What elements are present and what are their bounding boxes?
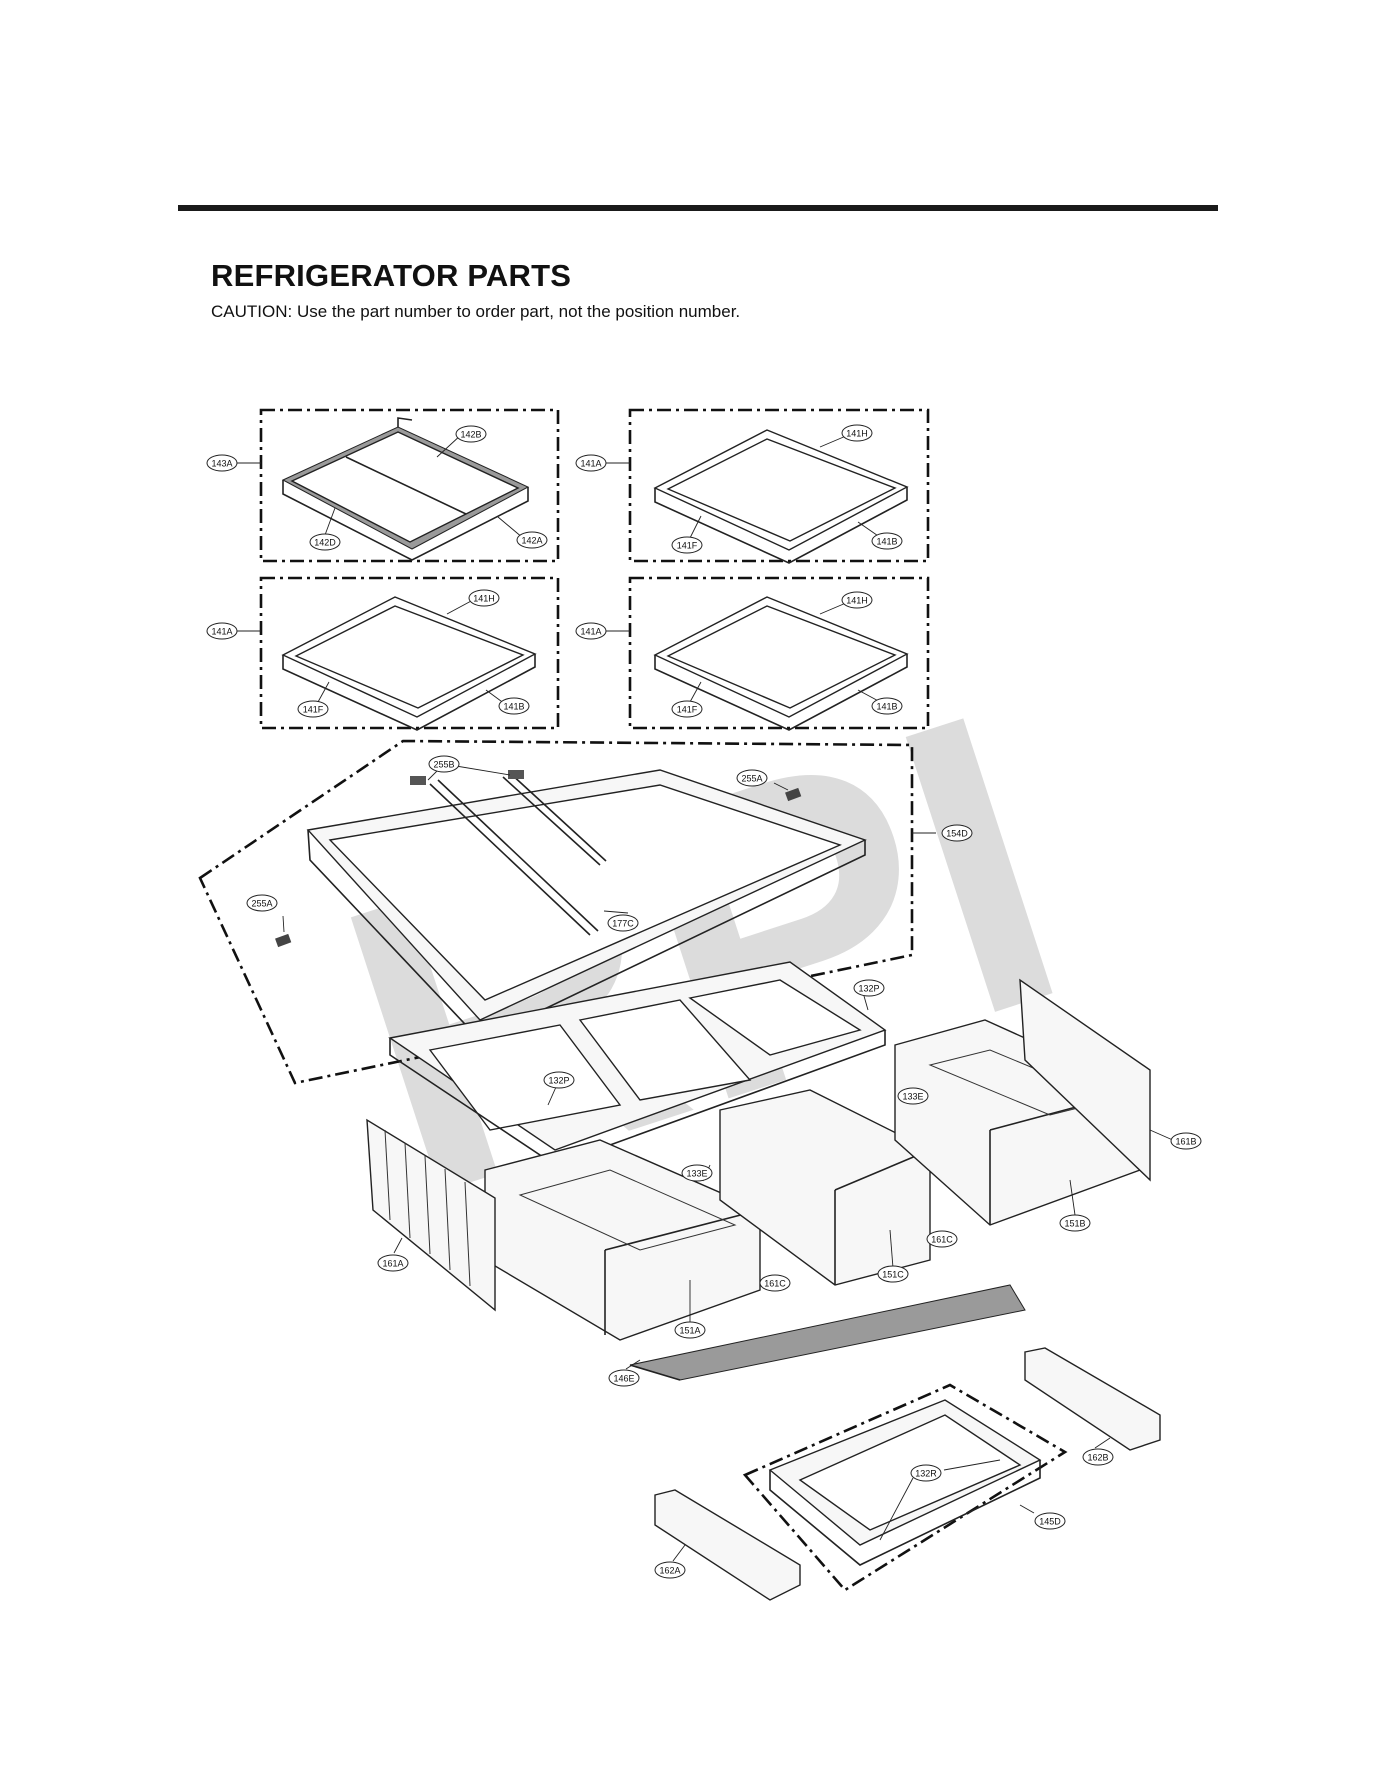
side-rail-162B bbox=[1024, 1347, 1161, 1451]
caution-note: CAUTION: Use the part number to order pa… bbox=[211, 302, 741, 321]
callout-text: 161A bbox=[382, 1259, 403, 1269]
page-title: REFRIGERATOR PARTS bbox=[211, 258, 572, 293]
callout-141h-3: 141H bbox=[841, 591, 873, 609]
callout-154d: 154D bbox=[941, 824, 973, 842]
callout-146e: 146E bbox=[608, 1369, 640, 1387]
callout-text: 141A bbox=[580, 459, 601, 469]
side-rail-162A bbox=[654, 1489, 801, 1601]
side-cover-161A bbox=[366, 1118, 496, 1312]
callout-132p-2: 132P bbox=[543, 1071, 575, 1089]
callout-text: 141F bbox=[303, 705, 324, 715]
callout-145d: 145D bbox=[1034, 1512, 1066, 1530]
callout-text: 141B bbox=[876, 537, 897, 547]
callout-text: 141H bbox=[846, 429, 868, 439]
callout-text: 145D bbox=[1039, 1517, 1061, 1527]
shelf-box-143A bbox=[235, 408, 560, 563]
callout-text: 161B bbox=[1175, 1137, 1196, 1147]
callout-text: 132P bbox=[548, 1076, 569, 1086]
callout-text: 162B bbox=[1087, 1453, 1108, 1463]
callout-text: 141A bbox=[580, 627, 601, 637]
callout-text: 142A bbox=[521, 536, 542, 546]
callout-142a: 142A bbox=[516, 531, 548, 549]
callout-151c: 151C bbox=[877, 1265, 909, 1283]
callout-141a-3: 141A bbox=[575, 622, 607, 640]
callout-141b-2: 141B bbox=[498, 697, 530, 715]
callout-text: 141F bbox=[677, 705, 698, 715]
callout-text: 162A bbox=[659, 1566, 680, 1576]
front-trim-146E bbox=[625, 1284, 1026, 1381]
callout-161a: 161A bbox=[377, 1254, 409, 1272]
drawer-group-145D bbox=[742, 1383, 1068, 1592]
callout-text: 141F bbox=[677, 541, 698, 551]
callout-text: 146E bbox=[613, 1374, 634, 1384]
callout-text: 255B bbox=[433, 760, 454, 770]
callout-255a-2: 255A bbox=[246, 894, 278, 912]
callout-text: 151A bbox=[679, 1326, 700, 1336]
shelf-box-141A-2 bbox=[235, 576, 560, 731]
callout-141a-1: 141A bbox=[575, 454, 607, 472]
callout-text: 141H bbox=[846, 596, 868, 606]
callout-132r: 132R bbox=[910, 1464, 942, 1482]
callout-text: 133E bbox=[902, 1092, 923, 1102]
callout-text: 132R bbox=[915, 1469, 937, 1479]
callout-151b: 151B bbox=[1059, 1214, 1091, 1232]
callout-labels: 143A 142B 142D 142A 141A 141H 141F 141B 141A 141H… bbox=[206, 424, 1202, 1579]
callout-text: 143A bbox=[211, 459, 232, 469]
callout-141b-3: 141B bbox=[871, 697, 903, 715]
callout-text: 255A bbox=[741, 774, 762, 784]
shelf-box-141A-3 bbox=[606, 576, 930, 731]
callout-141f-2: 141F bbox=[297, 700, 329, 718]
callout-text: 142D bbox=[314, 538, 336, 548]
callout-text: 141H bbox=[473, 594, 495, 604]
callout-141f-1: 141F bbox=[671, 536, 703, 554]
callout-text: 141A bbox=[211, 627, 232, 637]
callout-141h-2: 141H bbox=[468, 589, 500, 607]
callout-141a-2: 141A bbox=[206, 622, 238, 640]
callout-text: 154D bbox=[946, 829, 968, 839]
callout-133e-2: 133E bbox=[681, 1164, 713, 1182]
shelf-box-141A-1 bbox=[606, 408, 930, 564]
callout-141f-3: 141F bbox=[671, 700, 703, 718]
callout-177c: 177C bbox=[607, 914, 639, 932]
callout-text: 151C bbox=[882, 1270, 904, 1280]
callout-161c-2: 161C bbox=[759, 1274, 791, 1292]
callout-text: 161C bbox=[764, 1279, 786, 1289]
callout-text: 161C bbox=[931, 1235, 953, 1245]
callout-141b-1: 141B bbox=[871, 532, 903, 550]
callout-255a-1: 255A bbox=[736, 769, 768, 787]
callout-151a: 151A bbox=[674, 1321, 706, 1339]
callout-161c-1: 161C bbox=[926, 1230, 958, 1248]
callout-133e-1: 133E bbox=[897, 1087, 929, 1105]
callout-text: 132P bbox=[858, 984, 879, 994]
callout-142d: 142D bbox=[309, 533, 341, 551]
callout-text: 133E bbox=[686, 1169, 707, 1179]
callout-text: 141B bbox=[503, 702, 524, 712]
callout-143a: 143A bbox=[206, 454, 238, 472]
callout-text: 177C bbox=[612, 919, 634, 929]
callout-162a: 162A bbox=[654, 1561, 686, 1579]
cover-group-154D bbox=[198, 739, 936, 1085]
crisper-frame bbox=[388, 961, 922, 1182]
callout-255b: 255B bbox=[428, 755, 460, 773]
callout-text: 151B bbox=[1064, 1219, 1085, 1229]
header-rule bbox=[178, 205, 1218, 211]
callout-132p-1: 132P bbox=[853, 979, 885, 997]
callout-142b: 142B bbox=[455, 425, 487, 443]
callout-161b: 161B bbox=[1170, 1132, 1202, 1150]
callout-text: 141B bbox=[876, 702, 897, 712]
callout-text: 255A bbox=[251, 899, 272, 909]
callout-141h-1: 141H bbox=[841, 424, 873, 442]
callout-text: 142B bbox=[460, 430, 481, 440]
callout-162b: 162B bbox=[1082, 1448, 1114, 1466]
